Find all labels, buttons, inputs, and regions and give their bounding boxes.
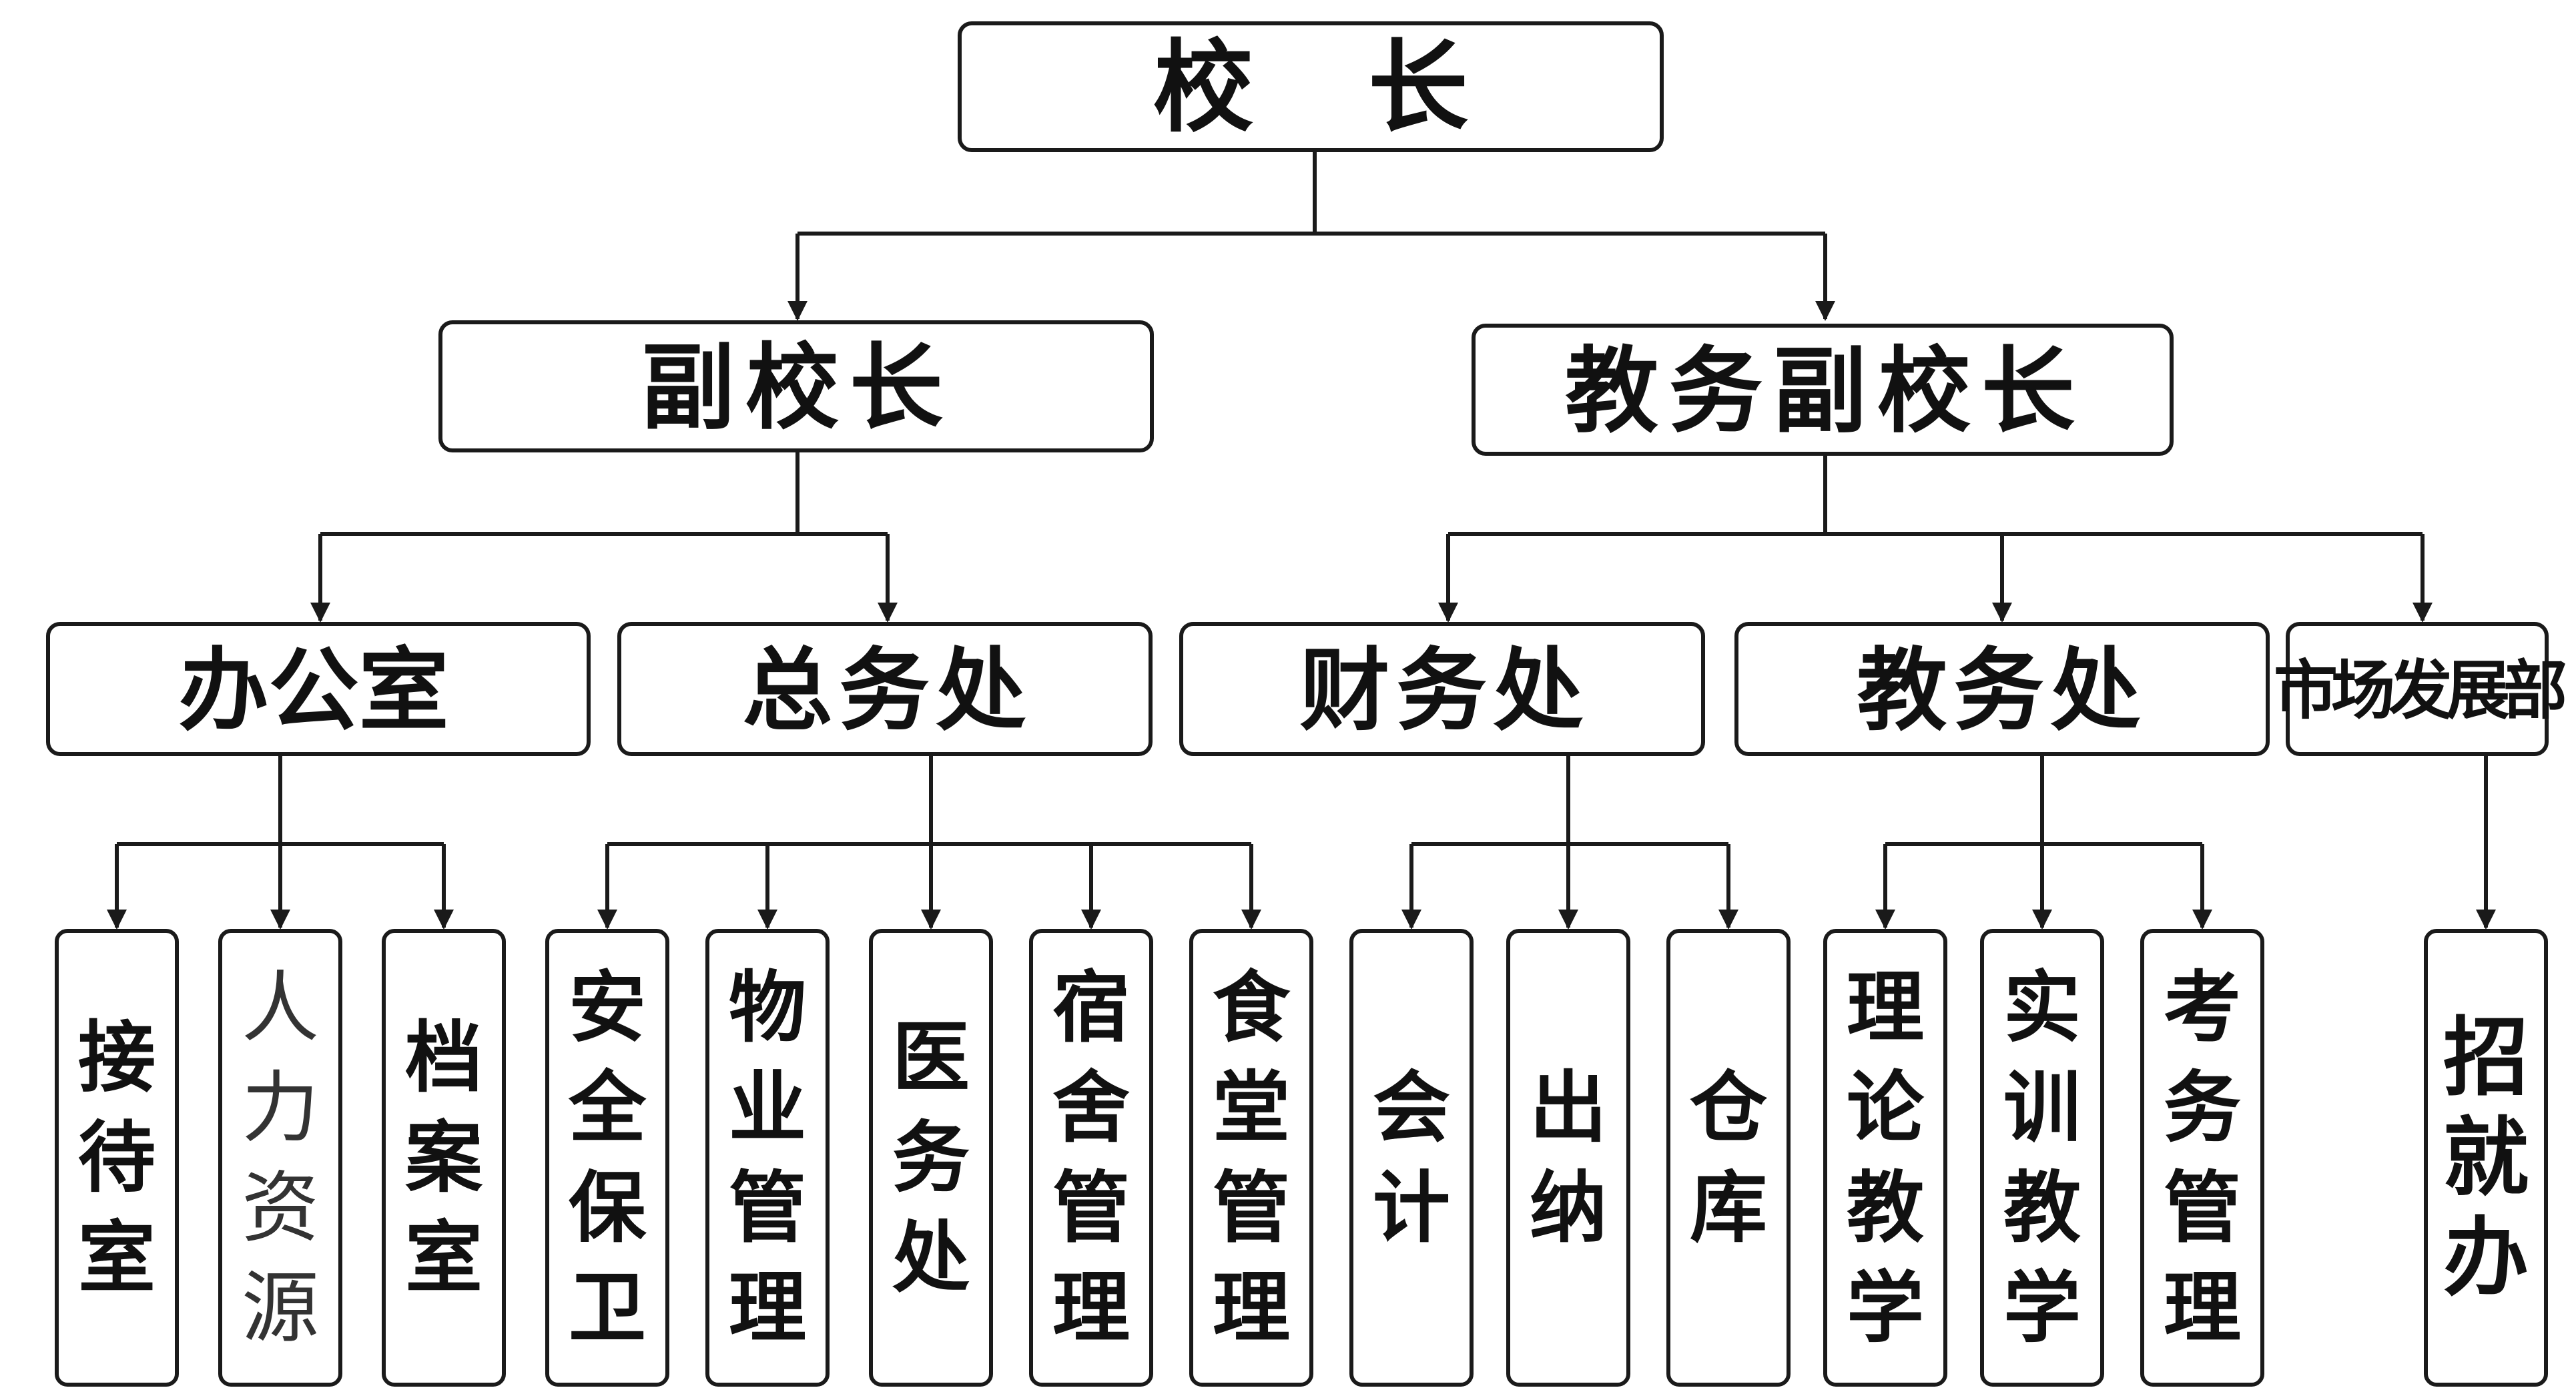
office-label: 办公室 <box>179 639 449 743</box>
node-principal: 校 长 <box>958 21 1664 152</box>
leaf-cashier: 出纳 <box>1506 929 1630 1387</box>
leaf-warehouse-label: 仓库 <box>1690 1063 1768 1253</box>
leaf-dorm: 宿舍管理 <box>1029 929 1153 1387</box>
general-affairs-label: 总务处 <box>743 639 1033 743</box>
leaf-canteen-label: 食堂管理 <box>1213 963 1291 1353</box>
leaf-security: 安全保卫 <box>545 929 669 1387</box>
leaf-dorm-label: 宿舍管理 <box>1052 963 1130 1353</box>
academic-affairs-label: 教务处 <box>1857 639 2148 743</box>
connectors <box>107 150 2496 930</box>
leaf-hr: 人力资源 <box>218 929 342 1387</box>
leaf-reception: 接待室 <box>55 929 179 1387</box>
leaf-archives: 档案室 <box>382 929 506 1387</box>
leaf-reception-label: 接待室 <box>78 1013 155 1303</box>
leaf-exam-label: 考务管理 <box>2164 963 2241 1353</box>
connector-finance <box>1411 754 1728 846</box>
leaf-exam: 考务管理 <box>2140 929 2264 1387</box>
vice-principal-label: 副校长 <box>641 334 954 443</box>
leaf-property: 物业管理 <box>705 929 830 1387</box>
node-vice-principal: 副校长 <box>438 320 1154 452</box>
connector-vice-principal <box>320 450 888 536</box>
node-office: 办公室 <box>46 622 591 756</box>
node-finance: 财务处 <box>1179 622 1705 756</box>
leaf-medical-label: 医务处 <box>892 1013 970 1303</box>
leaf-theory-label: 理论教学 <box>1847 963 1925 1353</box>
leaf-security-label: 安全保卫 <box>568 963 647 1353</box>
node-academic-affairs: 教务处 <box>1734 622 2270 756</box>
leaf-cashier-label: 出纳 <box>1530 1063 1607 1253</box>
leaf-enrollment-label: 招就办 <box>2443 1008 2529 1308</box>
leaf-accounting-label: 会计 <box>1373 1063 1450 1253</box>
leaf-hr-label: 人力资源 <box>242 963 319 1353</box>
connector-academic-vice-principal <box>1448 454 2423 536</box>
connector-principal <box>797 150 1825 236</box>
leaf-medical: 医务处 <box>869 929 993 1387</box>
connector-office <box>117 754 444 846</box>
node-academic-vice-principal: 教务副校长 <box>1472 324 2174 456</box>
leaf-practice-label: 实训教学 <box>2003 963 2081 1353</box>
leaf-practice: 实训教学 <box>1980 929 2104 1387</box>
leaf-theory: 理论教学 <box>1823 929 1947 1387</box>
node-market-dev: 市场发展部 <box>2274 622 2572 756</box>
leaf-accounting: 会计 <box>1349 929 1474 1387</box>
leaf-enrollment: 招就办 <box>2424 929 2548 1387</box>
node-general-affairs: 总务处 <box>617 622 1153 756</box>
market-dev-label: 市场发展部 <box>2274 653 2565 728</box>
leaf-property-label: 物业管理 <box>729 963 806 1353</box>
connector-general-affairs <box>607 754 1251 846</box>
leaf-warehouse: 仓库 <box>1666 929 1791 1387</box>
leaf-canteen: 食堂管理 <box>1189 929 1313 1387</box>
connector-academic-affairs <box>1885 754 2202 846</box>
principal-label: 校 长 <box>1153 30 1508 146</box>
academic-vice-principal-label: 教务副校长 <box>1565 338 2085 446</box>
leaf-archives-label: 档案室 <box>405 1013 483 1303</box>
finance-label: 财务处 <box>1300 639 1590 743</box>
